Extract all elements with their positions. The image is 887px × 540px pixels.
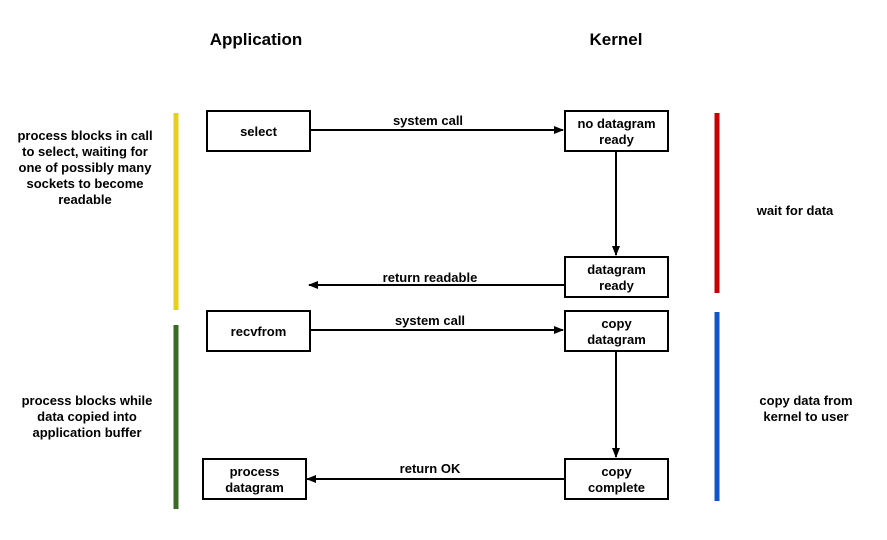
copy-datagram-line: datagram — [587, 332, 646, 347]
copy-datagram-line: copy — [601, 316, 632, 331]
left-top-description-line: one of possibly many — [19, 160, 153, 175]
process-datagram-line: datagram — [225, 480, 284, 495]
left-top-description-line: process blocks in call — [17, 128, 152, 143]
no-datagram-ready-line: ready — [599, 132, 634, 147]
select-box: select — [206, 110, 311, 152]
copy-complete-line: complete — [588, 480, 645, 495]
left-top-description-line: sockets to become — [26, 176, 143, 191]
process-datagram-line: process — [230, 464, 280, 479]
right-bottom-description-line: kernel to user — [763, 409, 848, 424]
system-call-label-2: system call — [395, 313, 465, 328]
right-bottom-description: copy data from kernel to user — [759, 393, 852, 424]
datagram-ready-line: datagram — [587, 262, 646, 277]
left-top-description-line: readable — [58, 192, 111, 207]
left-top-description: process blocks in call to select, waitin… — [17, 128, 152, 207]
copy-complete-line: copy — [601, 464, 632, 479]
no-datagram-ready-line: no datagram — [577, 116, 655, 131]
recvfrom-box: recvfrom — [206, 310, 311, 352]
return-readable-label: return readable — [383, 270, 478, 285]
application-header: Application — [210, 30, 303, 49]
left-bottom-description-line: application buffer — [32, 425, 141, 440]
copy-datagram-box: copy datagram — [564, 310, 669, 352]
left-bottom-description: process blocks while data copied into ap… — [22, 393, 153, 440]
system-call-label-1: system call — [393, 113, 463, 128]
right-top-description-line: wait for data — [756, 203, 834, 218]
return-ok-label: return OK — [400, 461, 461, 476]
left-bottom-description-line: process blocks while — [22, 393, 153, 408]
right-top-description: wait for data — [756, 203, 834, 218]
left-bottom-description-line: data copied into — [37, 409, 137, 424]
datagram-ready-box: datagram ready — [564, 256, 669, 298]
copy-complete-box: copy complete — [564, 458, 669, 500]
left-top-description-line: to select, waiting for — [22, 144, 148, 159]
no-datagram-ready-box: no datagram ready — [564, 110, 669, 152]
kernel-header: Kernel — [590, 30, 643, 49]
process-datagram-box: process datagram — [202, 458, 307, 500]
recvfrom-box-line: recvfrom — [231, 324, 287, 339]
select-box-line: select — [240, 124, 278, 139]
right-bottom-description-line: copy data from — [759, 393, 852, 408]
datagram-ready-line: ready — [599, 278, 634, 293]
